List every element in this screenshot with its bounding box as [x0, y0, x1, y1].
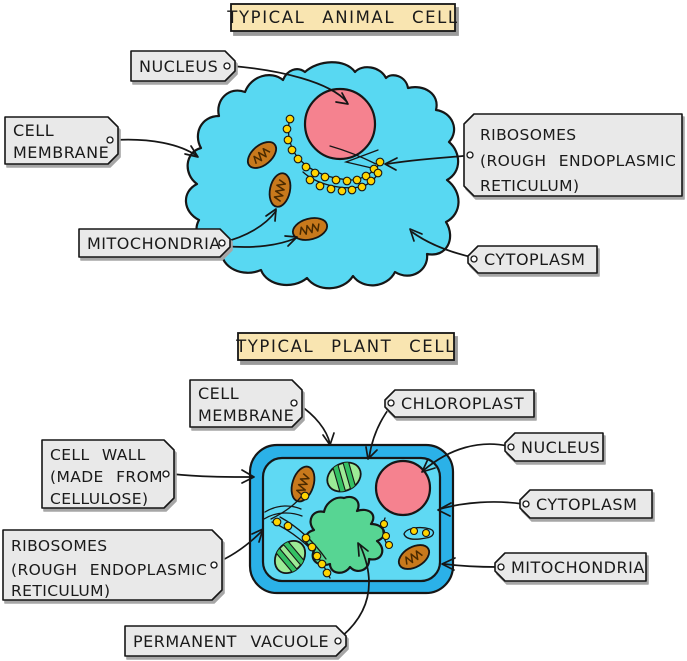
plant-cell-wall-label-3: CELLULOSE) [50, 490, 148, 508]
plant-cytoplasm-label: CYTOPLASM [536, 495, 637, 514]
plant-cytoplasm-tag: CYTOPLASM [519, 489, 653, 519]
plant-ribosome-beads [272, 491, 332, 578]
plant-cell-wall-label-1: CELL WALL [50, 446, 146, 464]
animal-mitochondria-tag: MITOCHONDRIA [78, 228, 231, 258]
plant-vacuole-label: PERMANENT VACUOLE [133, 632, 329, 651]
plant-mitochondria-tag: MITOCHONDRIA [494, 552, 647, 582]
animal-cytoplasm-label: CYTOPLASM [484, 250, 585, 269]
mitochondrion-icon [290, 465, 316, 503]
mitochondrion-icon [268, 172, 292, 208]
animal-cytoplasm-tag: CYTOPLASM [467, 245, 598, 274]
plant-cell-membrane-tag: CELL MEMBRANE [189, 379, 303, 428]
plant-vacuole-tag: PERMANENT VACUOLE [124, 625, 347, 657]
animal-cell-membrane-tag: CELL MEMBRANE [4, 116, 119, 165]
tag-hole-icon [497, 563, 505, 571]
tag-hole-icon [290, 399, 298, 407]
plant-cell-wall-tag: CELL WALL (MADE FROM CELLULOSE) [41, 439, 175, 509]
plant-cell-membrane-label-2: MEMBRANE [198, 406, 294, 425]
mitochondrion-icon [291, 217, 329, 241]
tag-hole-icon [387, 399, 395, 407]
plant-vacuole [304, 495, 386, 574]
plant-title: TYPICAL PLANT CELL [235, 332, 456, 361]
animal-nucleus [303, 87, 377, 161]
plant-nucleus-label: NUCLEUS [521, 438, 600, 457]
tag-hole-icon [223, 62, 231, 70]
plant-cell-membrane-label-1: CELL [198, 384, 239, 403]
animal-mitochondria-label: MITOCHONDRIA [87, 234, 221, 253]
plant-ribosomes-label-1: RIBOSOMES [11, 537, 108, 555]
animal-nucleus-label: NUCLEUS [139, 57, 218, 76]
tag-hole-icon [106, 136, 114, 144]
plant-cell-section: TYPICAL PLANT CELL CELL MEMBRANE CHLOROP… [2, 332, 653, 657]
animal-ribosomes-tag: RIBOSOMES (ROUGH ENDOPLASMIC RETICULUM) [463, 113, 683, 197]
tag-hole-icon [507, 443, 515, 451]
animal-cell-section: TYPICAL ANIMAL CELL NUCLEUS CELL MEMBRAN… [4, 3, 683, 290]
animal-ribosomes-label-1: RIBOSOMES [480, 126, 577, 144]
plant-er-small [379, 517, 435, 550]
plant-cell-wall-label-2: (MADE FROM [50, 468, 163, 486]
animal-nucleus-tag: NUCLEUS [130, 50, 236, 82]
animal-cell-membrane-label-2: MEMBRANE [13, 143, 109, 162]
plant-chloroplast-tag: CHLOROPLAST [384, 389, 535, 418]
plant-chloroplast-label: CHLOROPLAST [401, 394, 524, 413]
animal-cell-membrane-label-1: CELL [13, 121, 54, 140]
plant-mitochondria-label: MITOCHONDRIA [511, 558, 645, 577]
animal-connectors [114, 65, 472, 258]
tag-hole-icon [162, 470, 170, 478]
tag-hole-icon [218, 239, 226, 247]
animal-title: TYPICAL ANIMAL CELL [226, 3, 458, 32]
tag-hole-icon [470, 255, 478, 263]
tag-hole-icon [334, 637, 342, 645]
animal-ribosome-beads [282, 114, 385, 196]
plant-ribosomes-tag: RIBOSOMES (ROUGH ENDOPLASMIC RETICULUM) [2, 529, 223, 601]
plant-nucleus [374, 459, 432, 517]
animal-ribosomes-label-3: RETICULUM) [480, 177, 579, 195]
animal-ribosomes-label-2: (ROUGH ENDOPLASMIC [480, 152, 676, 170]
animal-er-membrane [329, 145, 379, 170]
tag-hole-icon [210, 561, 218, 569]
mitochondrion-icon [246, 141, 278, 169]
plant-nucleus-tag: NUCLEUS [504, 432, 604, 462]
animal-title-text: TYPICAL ANIMAL CELL [226, 8, 458, 27]
plant-ribosomes-label-2: (ROUGH ENDOPLASMIC [11, 561, 207, 579]
mitochondrion-icon [397, 544, 431, 570]
tag-hole-icon [466, 151, 474, 159]
plant-title-text: TYPICAL PLANT CELL [235, 337, 456, 356]
tag-hole-icon [522, 500, 530, 508]
plant-ribosomes-label-3: RETICULUM) [11, 582, 110, 600]
